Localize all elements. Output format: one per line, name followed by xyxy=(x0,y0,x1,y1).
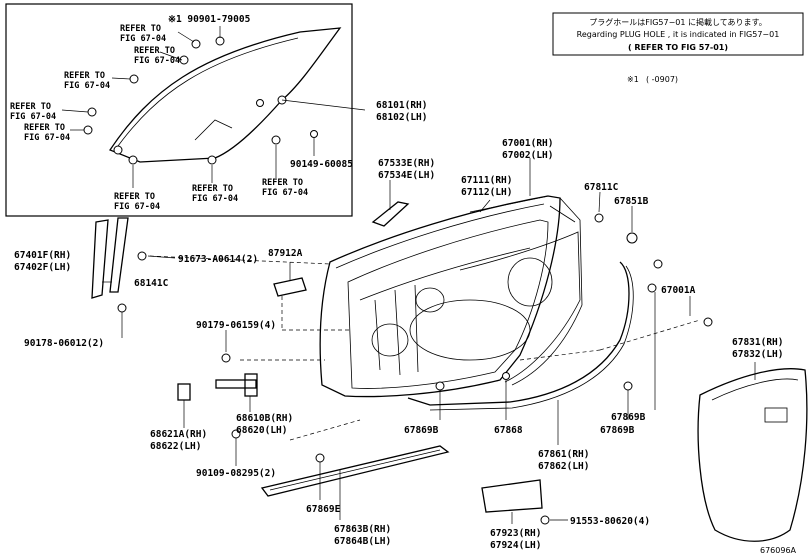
svg-text:FIG 67-04: FIG 67-04 xyxy=(114,202,160,212)
plug-hole-note-box xyxy=(552,12,804,56)
door-check[interactable] xyxy=(215,373,258,397)
svg-text:90178-06012(2): 90178-06012(2) xyxy=(24,338,104,349)
svg-text:REFER TO: REFER TO xyxy=(114,192,155,202)
svg-text:67851B: 67851B xyxy=(614,196,649,207)
svg-text:67534E(LH): 67534E(LH) xyxy=(378,170,435,181)
svg-text:90109-08295(2): 90109-08295(2) xyxy=(196,468,276,479)
door-panel[interactable] xyxy=(319,195,581,398)
svg-text:90179-06159(4): 90179-06159(4) xyxy=(196,320,276,331)
glass-lh-label: 68102(LH) xyxy=(376,112,427,123)
note-line-jp: プラグホールはFIG57−01 に掲載してあります。 xyxy=(589,17,766,27)
refer-to-fig-labels: REFER TO FIG 67-04 REFER TO FIG 67-04 RE… xyxy=(10,24,308,212)
svg-text:87912A: 87912A xyxy=(268,248,303,259)
run-channel[interactable] xyxy=(91,217,129,299)
svg-text:67112(LH): 67112(LH) xyxy=(461,187,512,198)
svg-text:67002(LH): 67002(LH) xyxy=(502,150,553,161)
inset-leaders xyxy=(61,26,366,188)
svg-text:67861(RH): 67861(RH) xyxy=(538,449,589,460)
svg-text:67831(RH): 67831(RH) xyxy=(732,337,783,348)
svg-text:FIG 67-04: FIG 67-04 xyxy=(64,81,110,91)
svg-text:67864B(LH): 67864B(LH) xyxy=(334,536,391,547)
main-leaders xyxy=(102,158,756,524)
door-glass[interactable] xyxy=(109,27,342,163)
svg-text:REFER TO: REFER TO xyxy=(262,178,303,188)
svg-text:68141C: 68141C xyxy=(134,278,169,289)
svg-text:FIG 67-04: FIG 67-04 xyxy=(120,34,166,44)
svg-text:67923(RH): 67923(RH) xyxy=(490,528,541,539)
svg-text:FIG 67-04: FIG 67-04 xyxy=(134,56,180,66)
glass-inset-frame xyxy=(5,3,353,217)
svg-text:67869B: 67869B xyxy=(404,425,439,436)
door-trim-board[interactable] xyxy=(697,368,808,542)
svg-text:67924(LH): 67924(LH) xyxy=(490,540,541,551)
quarter-garnish[interactable] xyxy=(371,201,410,227)
svg-text:68620(LH): 68620(LH) xyxy=(236,425,287,436)
svg-text:67811C: 67811C xyxy=(584,182,619,193)
svg-text:67869B: 67869B xyxy=(600,425,635,436)
svg-text:67869E: 67869E xyxy=(306,504,341,515)
svg-text:REFER TO: REFER TO xyxy=(134,46,175,56)
svg-text:REFER TO: REFER TO xyxy=(120,24,161,34)
main-fasteners xyxy=(117,213,713,525)
svg-text:68621A(RH): 68621A(RH) xyxy=(150,429,207,440)
plug-cover[interactable] xyxy=(273,277,307,297)
footnote-mark: ※1 xyxy=(627,75,639,84)
svg-text:REFER TO: REFER TO xyxy=(10,102,51,112)
svg-text:REFER TO: REFER TO xyxy=(192,184,233,194)
svg-text:91553-80620(4): 91553-80620(4) xyxy=(570,516,650,527)
svg-text:REFER TO: REFER TO xyxy=(24,123,65,133)
door-hinge[interactable] xyxy=(177,383,191,401)
svg-text:67862(LH): 67862(LH) xyxy=(538,461,589,472)
door-frame-inner xyxy=(511,197,583,386)
svg-text:68622(LH): 68622(LH) xyxy=(150,441,201,452)
glass-rh-label: 68101(RH) xyxy=(376,100,427,111)
figure-id: 676096A xyxy=(760,546,797,555)
glass-clips xyxy=(83,36,318,165)
svg-text:91673-A0614(2): 91673-A0614(2) xyxy=(178,254,258,265)
svg-text:FIG 67-04: FIG 67-04 xyxy=(192,194,238,204)
part-labels: 67533E(RH) 67534E(LH) 67001(RH) 67002(LH… xyxy=(14,138,783,551)
assembly-dashed-lines xyxy=(149,255,701,441)
rocker-moulding[interactable] xyxy=(260,445,450,497)
svg-text:FIG 67-04: FIG 67-04 xyxy=(262,188,308,198)
note-line-en: Regarding PLUG HOLE , it is indicated in… xyxy=(577,30,780,39)
svg-text:67533E(RH): 67533E(RH) xyxy=(378,158,435,169)
svg-text:67869B: 67869B xyxy=(611,412,646,423)
note-refer: ( REFER TO FIG 57-01) xyxy=(628,43,728,52)
door-armrest-base[interactable] xyxy=(481,479,543,513)
clip-part-number: ※1 90901-79005 xyxy=(168,14,251,25)
svg-text:67402F(LH): 67402F(LH) xyxy=(14,262,71,273)
svg-text:67863B(RH): 67863B(RH) xyxy=(334,524,391,535)
svg-text:67111(RH): 67111(RH) xyxy=(461,175,512,186)
svg-text:67001A: 67001A xyxy=(661,285,696,296)
glass-bolt-label: 90149-60085 xyxy=(290,159,353,170)
svg-text:68610B(RH): 68610B(RH) xyxy=(236,413,293,424)
svg-text:67401F(RH): 67401F(RH) xyxy=(14,250,71,261)
svg-text:67001(RH): 67001(RH) xyxy=(502,138,553,149)
svg-text:67868: 67868 xyxy=(494,425,523,436)
door-weatherstrip[interactable] xyxy=(407,261,630,406)
svg-text:FIG 67-04: FIG 67-04 xyxy=(24,133,70,143)
svg-text:67832(LH): 67832(LH) xyxy=(732,349,783,360)
footnote-range: ( -0907) xyxy=(646,75,678,84)
svg-text:REFER TO: REFER TO xyxy=(64,71,105,81)
svg-text:FIG 67-04: FIG 67-04 xyxy=(10,112,56,122)
